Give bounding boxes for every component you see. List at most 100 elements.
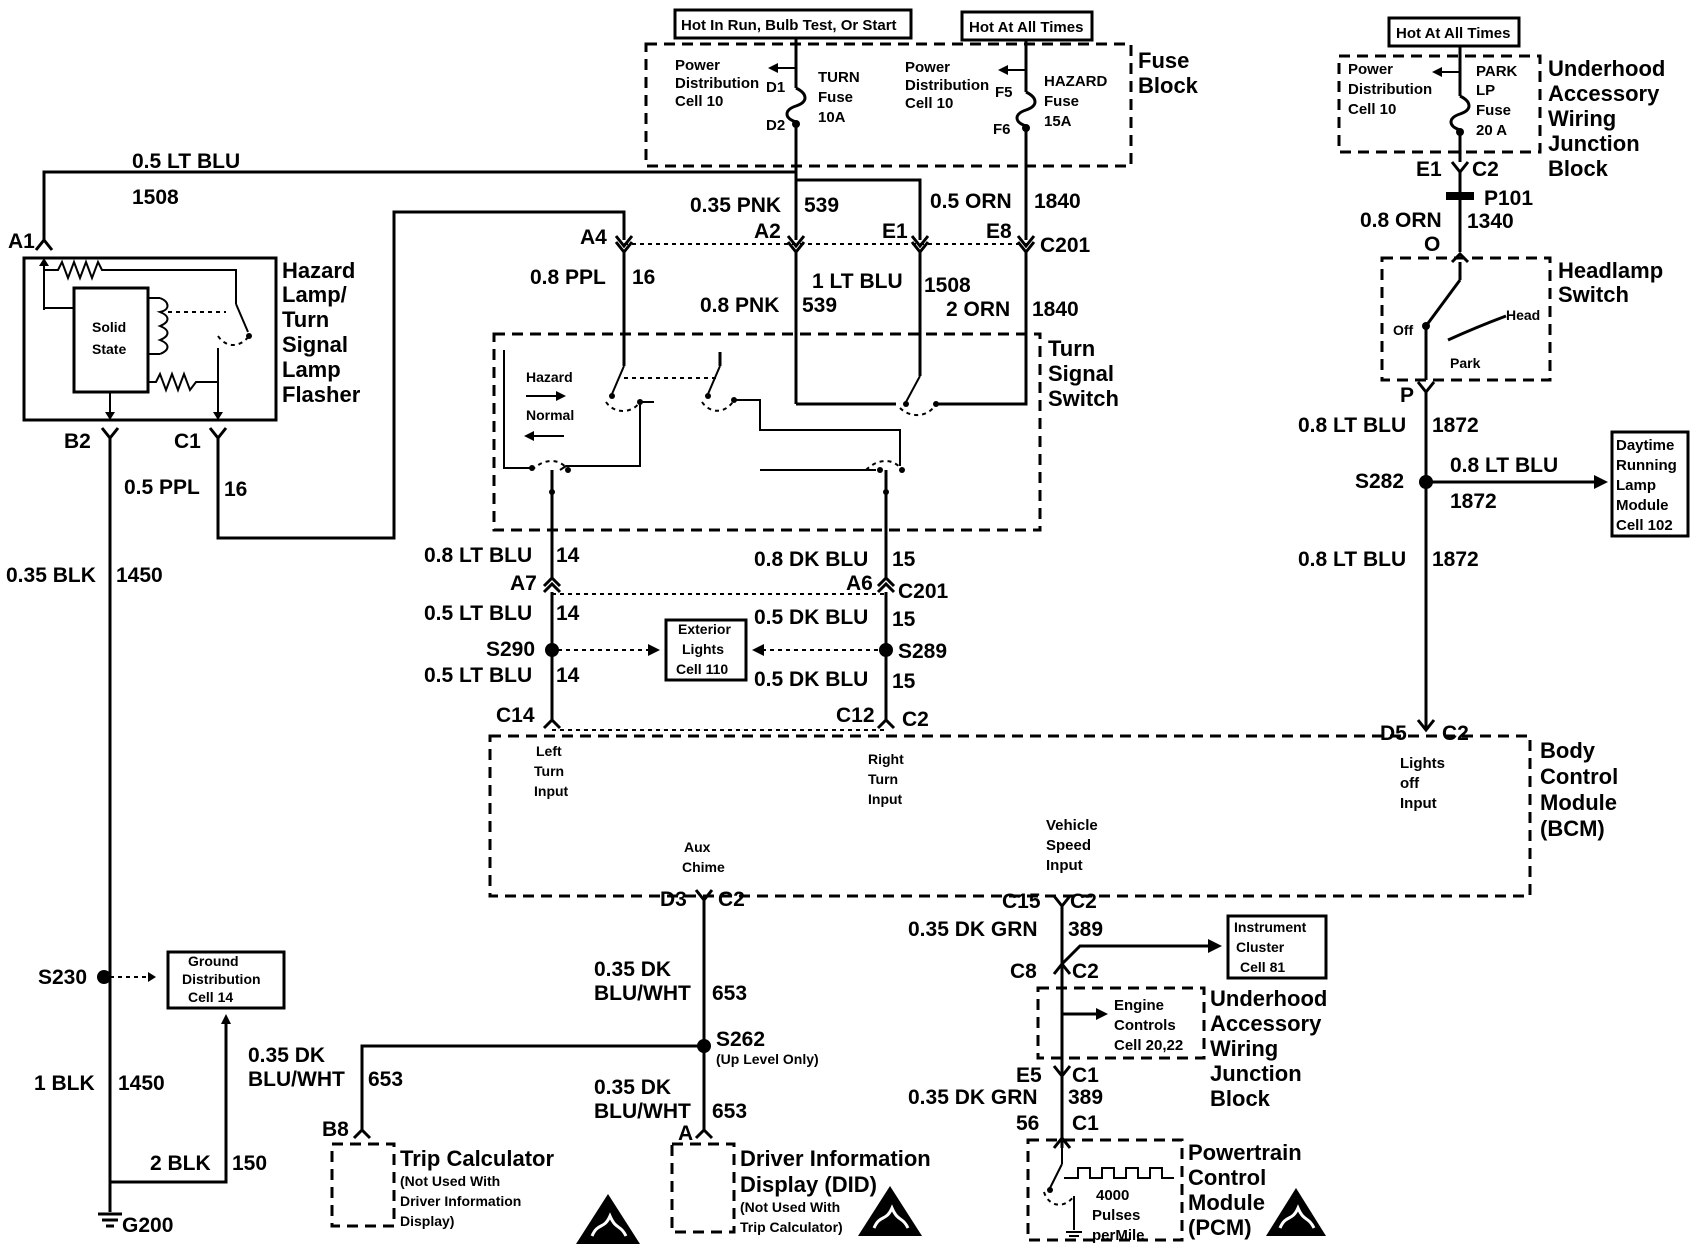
pin-a1: A1 [8,230,35,253]
wire-16-ppl [216,210,626,540]
lr-circ-a: 15 [892,548,916,571]
wire-2-blk: 2 BLK [150,1152,211,1175]
uh-title-1: Underhood [1548,56,1665,81]
s290-label: S290 [486,638,535,661]
lights-off-3: Input [1400,795,1437,812]
bcm-title-3: Module [1540,790,1617,815]
chime-wire-2a: 0.35 DK [248,1044,325,1067]
wire-2-orn: 2 ORN [946,298,1010,321]
fuse-block-outline [644,42,1133,168]
trip-calc-title: Trip Calculator [400,1146,554,1171]
chime-circ-2: 653 [368,1068,403,1091]
turn-fuse-symbol [785,86,807,124]
uh2-title-2: Accessory [1210,1011,1322,1036]
solid-state-box [72,286,150,394]
vss-pin-e5: E5 [1016,1064,1042,1087]
circ-1450b: 1450 [118,1072,165,1095]
hot-run-box [673,8,913,40]
fuse-block-title-1: Fuse [1138,48,1189,73]
chime-circ-1: 653 [712,982,747,1005]
drl-module-box [1610,430,1690,538]
drl-circ-1: 1872 [1432,414,1479,437]
pulses-3: perMile [1092,1227,1145,1244]
circ-1450: 1450 [116,564,163,587]
conn-c201-top: C201 [1040,234,1091,257]
conn-e8: E8 [986,220,1012,243]
drl-module-3: Lamp [1616,477,1656,494]
flasher-title-4: Signal [282,332,348,357]
switch-head: Head [1506,307,1540,323]
p101-label: P101 [1484,187,1533,210]
hot-all-box-2 [1387,16,1521,48]
conn-a2: A2 [754,220,781,243]
flasher-title-3: Turn [282,307,329,332]
uh-pd-3: Cell 10 [1348,101,1396,118]
vss-pin-c8: C8 [1010,960,1037,983]
flasher-resistor-top [44,259,237,304]
s262-note: (Up Level Only) [716,1051,819,1067]
wire-035-pnk: 0.35 PNK [690,194,781,217]
lr-circ-b: 15 [892,608,916,631]
solid-state-2: State [92,341,126,357]
conn-a4: A4 [580,226,607,249]
instrument-cluster-box [1226,914,1328,980]
trip-calc-outline [330,1142,396,1228]
s230-label: S230 [38,966,87,989]
ll-wire-c: 0.5 LT BLU [424,664,532,687]
pd-left-1: Power [675,57,720,74]
aux-chime-2: Chime [682,859,725,875]
wire-1-lt-blu: 1 LT BLU [812,270,903,293]
drl-module-4: Module [1616,497,1669,514]
left-turn-1: Left [536,743,562,759]
wire-035-blk: 0.35 BLK [6,564,96,587]
did-title-2: Display (DID) [740,1172,877,1197]
ext-lights-1: Exterior [678,621,731,637]
flasher-box [22,256,278,422]
pin-d1: D1 [766,79,785,96]
turn-switch-title-1: Turn [1048,336,1095,361]
exterior-lights-box [664,618,748,682]
pd-left-2: Distribution [675,75,759,92]
ext-lights-3: Cell 110 [676,661,728,677]
ll-circ-a: 14 [556,544,580,567]
chime-wire-3b: BLU/WHT [594,1100,691,1123]
park-fuse-2: LP [1476,82,1495,99]
bcm-title-2: Control [1540,764,1618,789]
ll-wire-b: 0.5 LT BLU [424,602,532,625]
vss-circ-1: 389 [1068,918,1103,941]
chime-wire-1b: BLU/WHT [594,982,691,1005]
drl-wire-3: 0.8 LT BLU [1298,548,1406,571]
park-fuse-3: Fuse [1476,102,1511,119]
bcm-pin-d5: D5 [1380,722,1407,745]
pcm-title-3: Module [1188,1190,1265,1215]
wire-1508-to-e1 [796,178,922,240]
uh-title-2: Accessory [1548,81,1660,106]
circ-1840b: 1840 [1032,298,1079,321]
s262-label: S262 [716,1028,765,1051]
vss-wire-2: 0.35 DK GRN [908,1086,1038,1109]
did-note-1: (Not Used With [740,1199,840,1215]
s282-label: S282 [1355,470,1404,493]
pulses-2: Pulses [1092,1207,1140,1224]
fuse-block-title-2: Block [1138,73,1199,98]
s290-splice [545,643,559,657]
uh2-title-4: Junction [1210,1061,1302,1086]
engine-3: Cell 20,22 [1114,1037,1183,1054]
lights-off-1: Lights [1400,755,1445,772]
bcm-title-1: Body [1540,738,1596,763]
vss-conn-c2: C2 [1070,890,1097,913]
wire-05-orn: 0.5 ORN [930,190,1012,213]
pin-b2: B2 [64,430,91,453]
circ-1508b: 1508 [924,274,971,297]
trip-calc-note-2: Driver Information [400,1193,521,1209]
lights-off-2: off [1400,775,1420,792]
uh2-title-3: Wiring [1210,1036,1278,1061]
engine-2: Controls [1114,1017,1176,1034]
bcm-title-4: (BCM) [1540,816,1605,841]
pd-right-1: Power [905,59,950,76]
conn-c12: C12 [836,704,875,727]
hazard-fuse-symbol [1015,90,1037,128]
pin-f6: F6 [993,121,1011,138]
conn-c201-mid: C201 [898,580,949,603]
